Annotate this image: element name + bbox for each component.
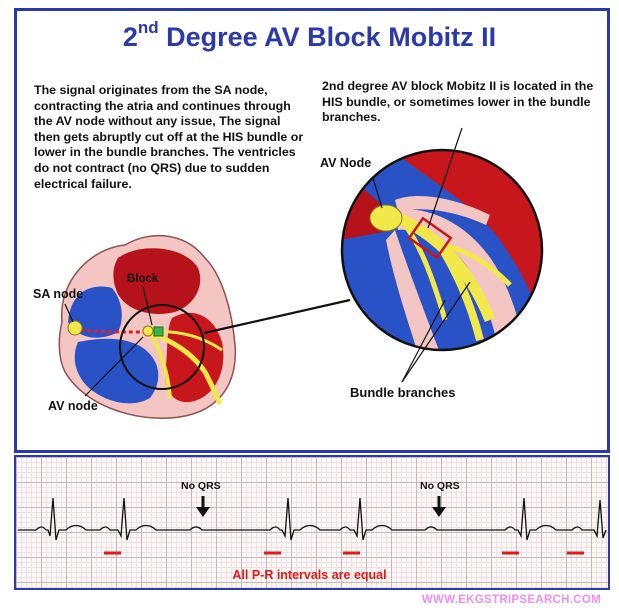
- right-ventricle: [74, 338, 159, 404]
- zoom-circle: [340, 148, 544, 352]
- block-marker: [153, 326, 164, 337]
- no-qrs-label: No QRS: [420, 480, 460, 492]
- arrow-icon: [432, 496, 446, 517]
- label-av-node-zoom: AV Node: [320, 156, 372, 170]
- label-block: Block: [127, 273, 159, 285]
- heart-small: [58, 234, 237, 419]
- av-node-small: [142, 325, 154, 337]
- ekg-strip-panel: [14, 455, 610, 590]
- ekg-trace: [18, 497, 607, 541]
- page-title: 2nd Degree AV Block Mobitz II: [122, 18, 497, 52]
- zoom-ring: [119, 304, 205, 390]
- left-atrium: [113, 248, 201, 314]
- description-left: The signal originates from the SA node, …: [34, 83, 304, 191]
- zoom-connector: [203, 298, 351, 335]
- block-box: [407, 216, 453, 260]
- heart-zoomed: [342, 150, 542, 350]
- no-qrs-label: No QRS: [181, 480, 221, 492]
- label-sa-node: SA node: [33, 287, 84, 301]
- bundle-path-small: [148, 329, 223, 406]
- arrow-icon: [196, 496, 210, 517]
- label-av-node: AV node: [48, 399, 98, 413]
- av-node-zoom: [369, 204, 403, 232]
- sa-node: [67, 320, 83, 336]
- pr-interval-caption: All P-R intervals are equal: [232, 568, 387, 582]
- label-bundle-branches: Bundle branches: [350, 385, 456, 400]
- watermark: WWW.EKGSTRIPSEARCH.COM: [421, 594, 601, 606]
- description-right: 2nd degree AV block Mobitz II is located…: [322, 79, 594, 125]
